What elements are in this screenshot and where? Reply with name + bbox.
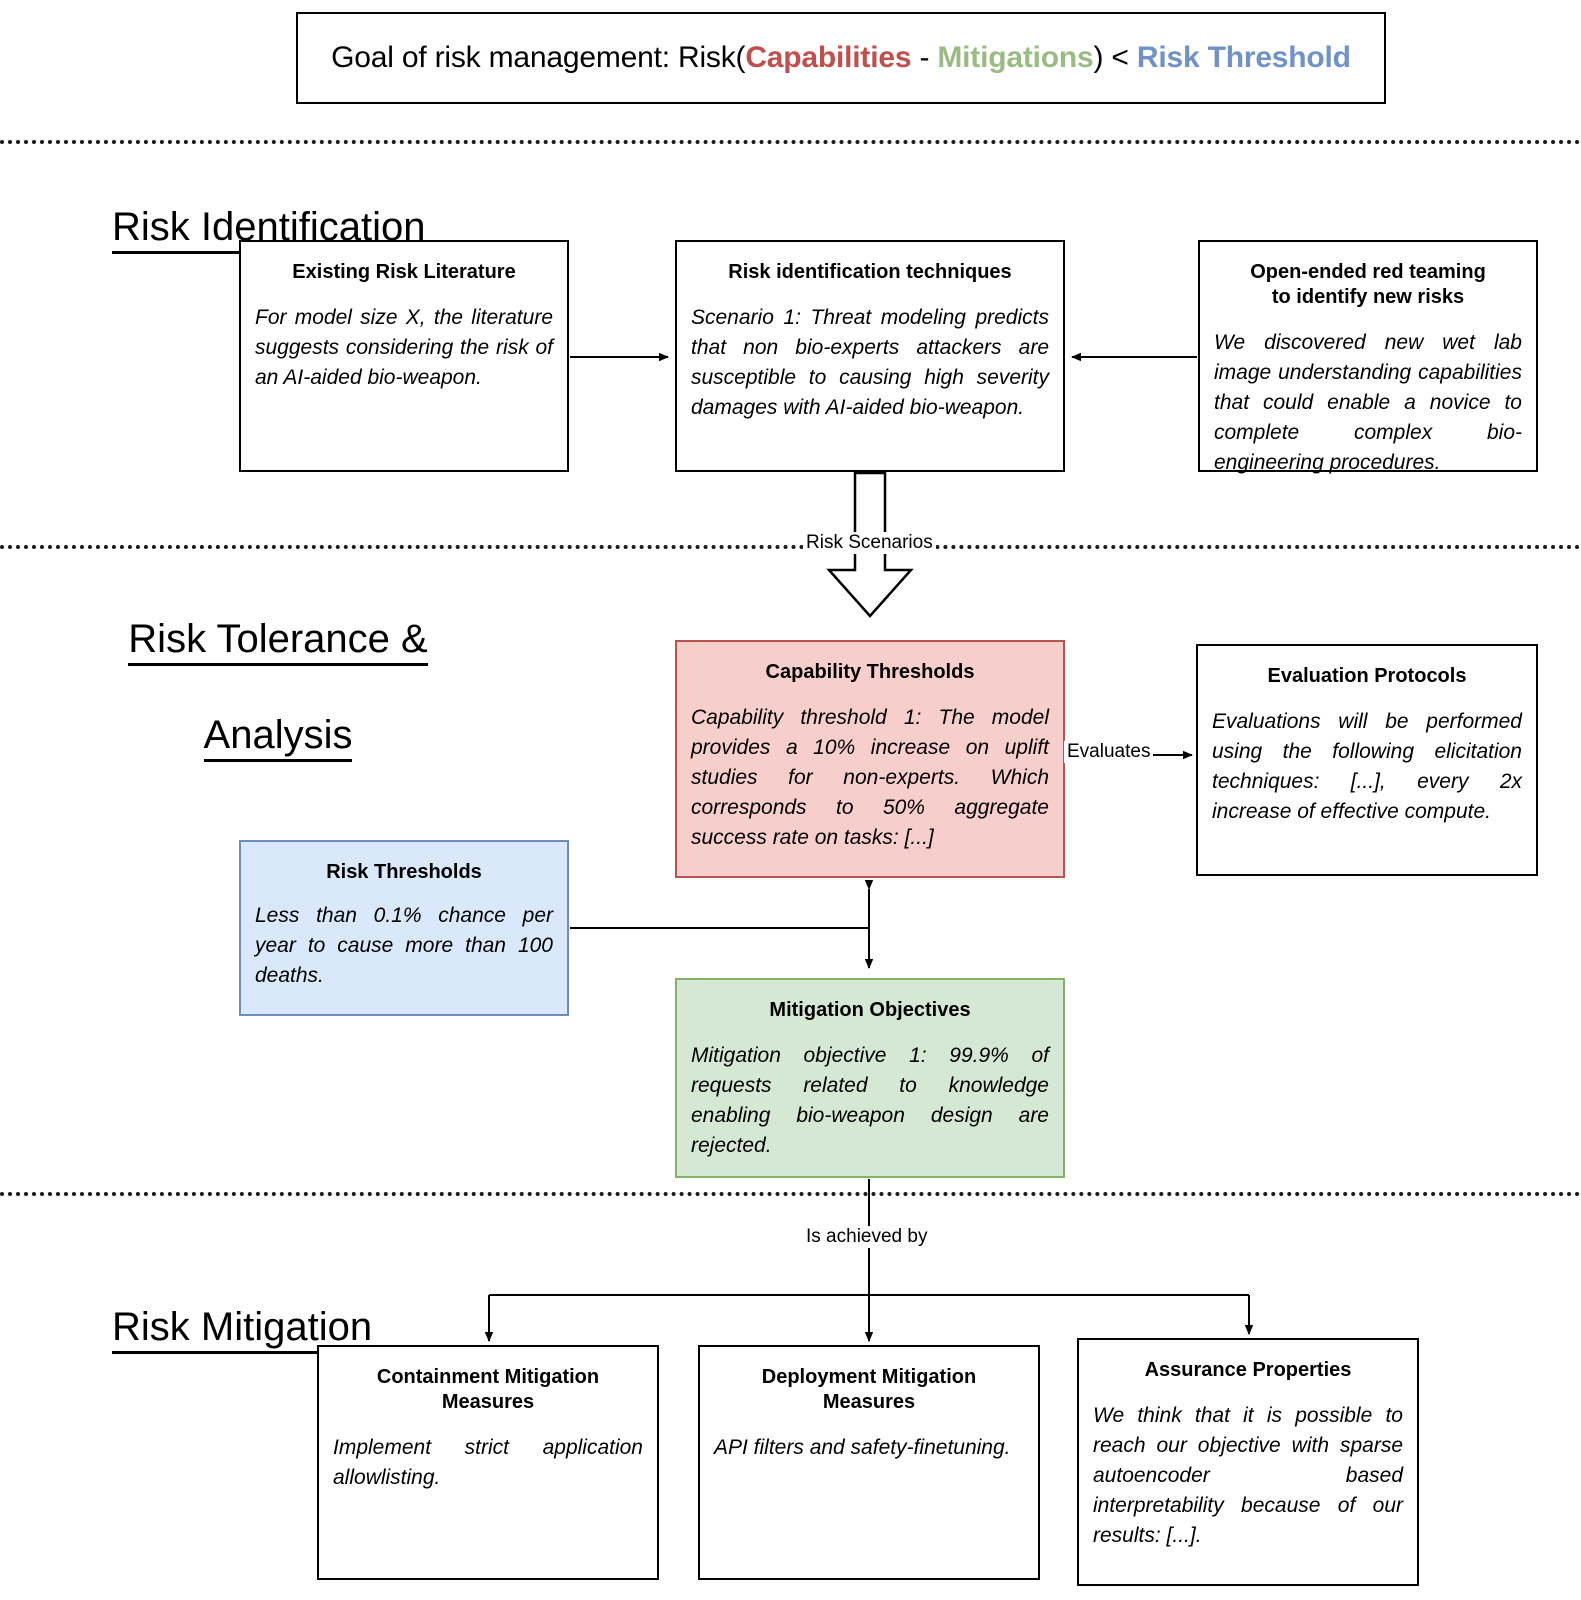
section-title-risk-mitigation-label: Risk Mitigation	[112, 1304, 373, 1354]
edge-is-achieved-by-fork	[484, 1179, 1254, 1342]
goal-risk-threshold: Risk Threshold	[1136, 41, 1351, 74]
box-risk-identification-techniques[interactable]: Risk identification techniques Scenario …	[675, 240, 1065, 472]
box-existing-risk-literature-body: For model size X, the literature suggest…	[255, 306, 553, 389]
box-evaluation-protocols-body: Evaluations will be performed using the …	[1212, 710, 1522, 823]
edge-label-is-achieved-by: Is achieved by	[803, 1226, 931, 1248]
box-assurance-properties-body: We think that it is possible to reach ou…	[1093, 1404, 1403, 1547]
goal-capabilities: Capabilities	[745, 41, 912, 74]
box-assurance-properties[interactable]: Assurance Properties We think that it is…	[1077, 1338, 1419, 1586]
edge-label-evaluates: Evaluates	[1064, 741, 1154, 763]
box-mitigation-objectives[interactable]: Mitigation Objectives Mitigation objecti…	[675, 978, 1065, 1178]
box-capability-thresholds[interactable]: Capability Thresholds Capability thresho…	[675, 640, 1065, 878]
box-containment-mitigation-measures-title: Containment Mitigation Measures	[376, 1366, 600, 1413]
goal-minus: -	[911, 41, 938, 74]
box-deployment-mitigation-measures[interactable]: Deployment Mitigation Measures API filte…	[698, 1345, 1040, 1580]
goal-mitigations: Mitigations	[937, 41, 1094, 74]
box-deployment-mitigation-measures-body: API filters and safety-finetuning.	[714, 1436, 1011, 1459]
box-risk-thresholds-title: Risk Thresholds	[326, 861, 482, 883]
divider-tolerance-top	[0, 545, 1581, 549]
box-open-ended-red-teaming-body: We discovered new wet lab image understa…	[1214, 331, 1522, 474]
box-mitigation-objectives-body: Mitigation objective 1: 99.9% of request…	[691, 1044, 1049, 1157]
goal-prefix: Goal of risk management: Risk(	[331, 41, 746, 74]
box-existing-risk-literature[interactable]: Existing Risk Literature For model size …	[239, 240, 569, 472]
box-risk-identification-techniques-body: Scenario 1: Threat modeling predicts tha…	[691, 306, 1049, 419]
section-title-risk-tolerance: Risk Tolerance & Analysis	[112, 570, 444, 762]
edge-label-risk-scenarios: Risk Scenarios	[803, 532, 936, 554]
box-open-ended-red-teaming-title: Open-ended red teaming to identify new r…	[1250, 261, 1486, 308]
section-title-risk-tolerance-line1: Risk Tolerance &	[128, 616, 428, 666]
goal-close: ) <	[1093, 41, 1137, 74]
goal-banner: Goal of risk management: Risk(Capabiliti…	[296, 12, 1386, 104]
section-title-risk-mitigation: Risk Mitigation	[112, 1258, 373, 1354]
box-capability-thresholds-body: Capability threshold 1: The model provid…	[691, 706, 1049, 849]
box-risk-thresholds-body: Less than 0.1% chance per year to cause …	[255, 904, 553, 987]
box-risk-identification-techniques-title: Risk identification techniques	[728, 261, 1012, 283]
box-capability-thresholds-title: Capability Thresholds	[765, 661, 975, 683]
box-deployment-mitigation-measures-title: Deployment Mitigation Measures	[761, 1366, 977, 1413]
box-evaluation-protocols[interactable]: Evaluation Protocols Evaluations will be…	[1196, 644, 1538, 876]
section-title-risk-tolerance-line2: Analysis	[203, 712, 353, 762]
box-open-ended-red-teaming[interactable]: Open-ended red teaming to identify new r…	[1198, 240, 1538, 474]
box-assurance-properties-title: Assurance Properties	[1144, 1359, 1352, 1381]
divider-identification-top	[0, 140, 1581, 144]
goal-banner-text: Goal of risk management: Risk(Capabiliti…	[331, 41, 1351, 75]
box-containment-mitigation-measures[interactable]: Containment Mitigation Measures Implemen…	[317, 1345, 659, 1580]
box-existing-risk-literature-title: Existing Risk Literature	[292, 261, 516, 283]
box-mitigation-objectives-title: Mitigation Objectives	[769, 999, 971, 1021]
box-risk-thresholds[interactable]: Risk Thresholds Less than 0.1% chance pe…	[239, 840, 569, 1016]
box-containment-mitigation-measures-body: Implement strict application allowlistin…	[333, 1436, 643, 1489]
divider-mitigation-top	[0, 1192, 1581, 1196]
box-evaluation-protocols-title: Evaluation Protocols	[1267, 665, 1467, 687]
